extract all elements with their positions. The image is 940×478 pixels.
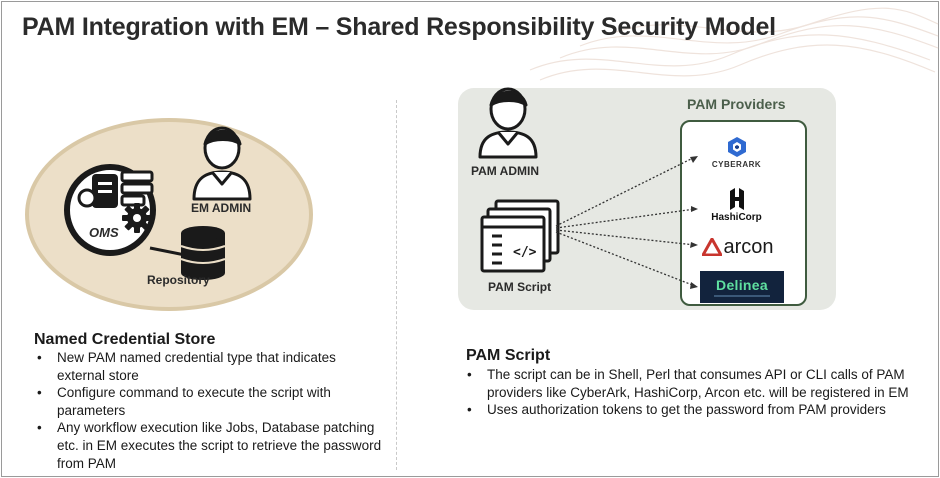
delinea-logo: Delinea — [700, 271, 784, 303]
em-admin-person-icon — [192, 126, 252, 201]
hashicorp-logo: HashiCorp — [700, 183, 773, 227]
decorative-pattern — [529, 7, 939, 81]
named-credential-heading: Named Credential Store — [34, 331, 216, 348]
cyberark-logo: CYBERARK — [700, 131, 773, 173]
em-diagram — [64, 126, 252, 280]
pam-admin-person-icon — [478, 87, 538, 159]
list-item: The script can be in Shell, Perl that co… — [464, 366, 934, 401]
named-credential-bullets: New PAM named credential type that indic… — [34, 349, 384, 472]
oms-repository-connector — [149, 246, 186, 257]
section-divider — [396, 100, 397, 470]
list-item: Configure command to execute the script … — [34, 384, 384, 419]
repository-label: Repository — [147, 273, 210, 287]
pam-admin-label: PAM ADMIN — [471, 164, 539, 178]
em-admin-label: EM ADMIN — [191, 201, 252, 215]
provider-arrows — [555, 156, 696, 287]
arcon-logo: arcon — [698, 232, 778, 262]
server-icon — [77, 174, 118, 208]
delinea-tagline-bar — [714, 295, 770, 297]
cyberark-mark-icon — [727, 136, 746, 157]
list-item: New PAM named credential type that indic… — [34, 349, 384, 384]
script-window-icon — [480, 199, 560, 273]
code-glyph: </> — [513, 245, 537, 260]
hashicorp-mark-icon — [729, 188, 744, 210]
database-icon — [180, 226, 226, 280]
pam-script-heading: PAM Script — [466, 347, 551, 364]
arcon-mark-icon — [702, 238, 723, 256]
pam-diagram: </> — [478, 87, 698, 289]
arrow-heads — [690, 156, 698, 289]
pam-providers-title: PAM Providers — [687, 96, 786, 112]
list-item: Any workflow execution like Jobs, Databa… — [34, 419, 384, 472]
pam-script-bullets: The script can be in Shell, Perl that co… — [464, 366, 934, 419]
gear-icon — [122, 203, 152, 233]
pam-script-label: PAM Script — [488, 280, 552, 294]
slide-title: PAM Integration with EM – Shared Respons… — [22, 13, 776, 41]
list-item: Uses authorization tokens to get the pas… — [464, 401, 934, 419]
app-stack-icon — [120, 170, 154, 207]
oms-label: OMS — [89, 225, 119, 240]
